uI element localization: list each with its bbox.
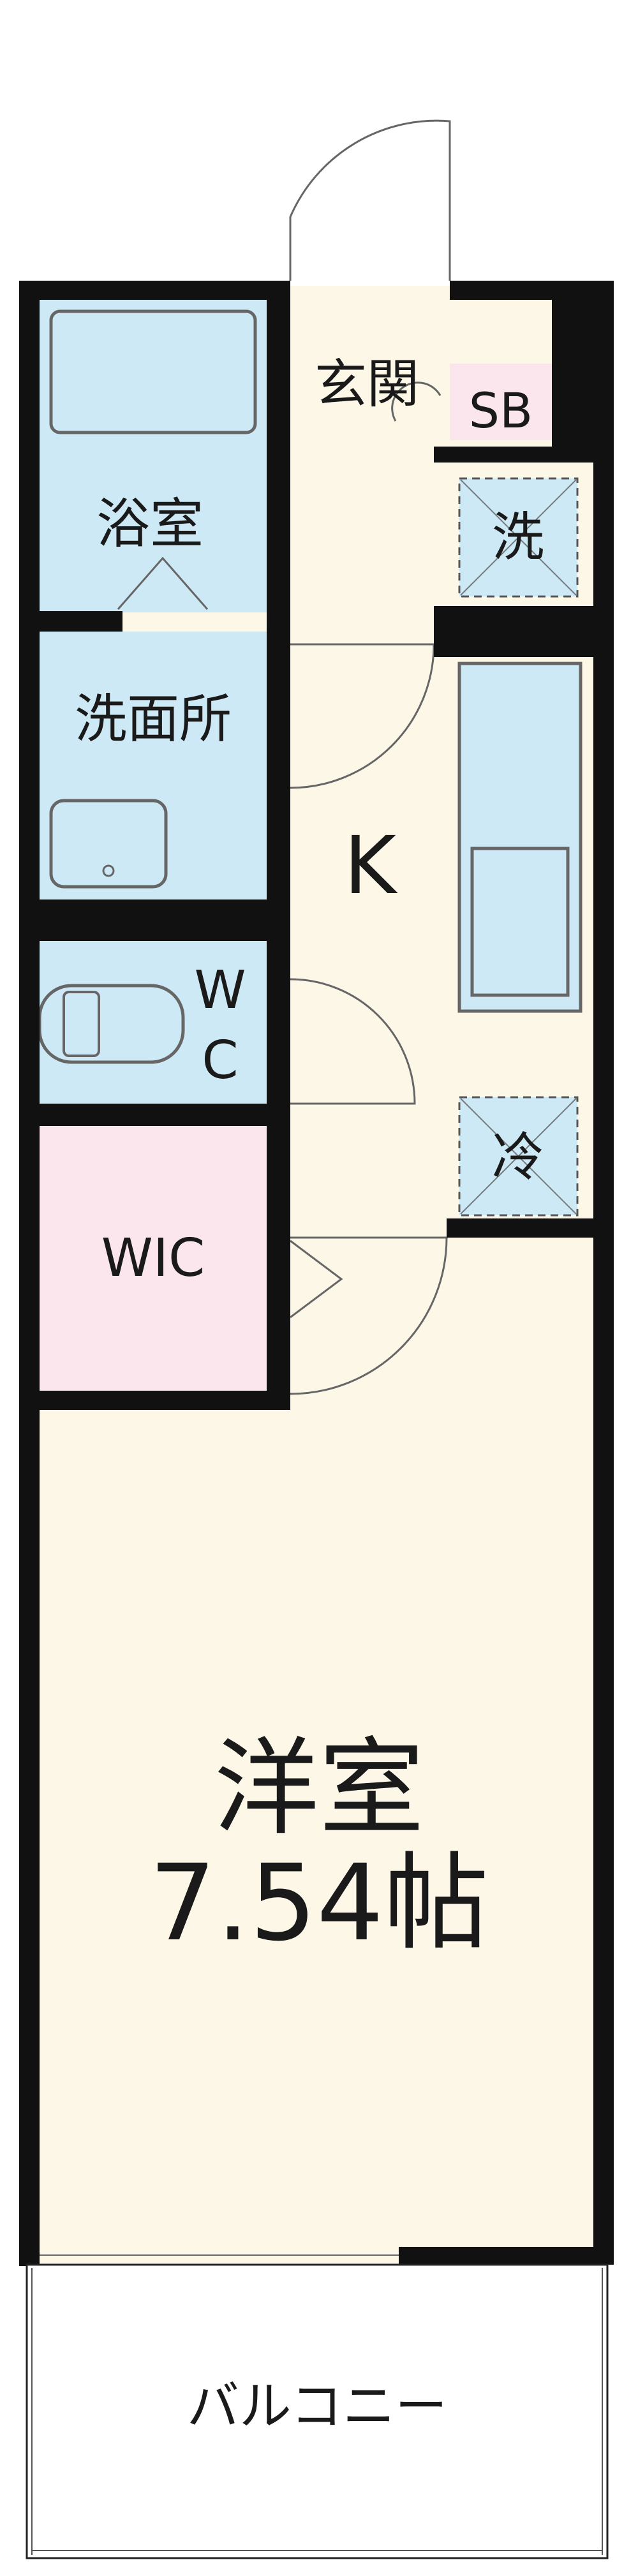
label-shoe-box: SB: [469, 382, 533, 439]
entrance-door-swing: [289, 119, 451, 281]
wall-balcony-left: [19, 2247, 38, 2266]
label-kitchen: K: [344, 820, 398, 912]
washer-x2: [460, 479, 577, 596]
wall-closet-main: [40, 1391, 290, 1410]
wall-toilet-closet: [40, 1104, 267, 1126]
label-main-room: 洋室: [214, 1727, 424, 1849]
wall-right: [593, 281, 614, 2265]
wall-top-right-block: [552, 281, 614, 459]
wall-entry-shoebox: [434, 447, 614, 463]
label-bathroom: 浴室: [96, 492, 204, 555]
label-main-room-size: 7.54帖: [149, 1842, 489, 1964]
shoe-box-door-swing: [391, 381, 441, 422]
label-closet: WIC: [101, 1228, 205, 1289]
wall-balcony-right: [399, 2247, 614, 2265]
label-fridge: 冷: [492, 1127, 544, 1188]
fridge-x2: [460, 1098, 577, 1215]
sink-basin: [470, 847, 570, 997]
wall-top-left: [19, 281, 287, 300]
washbasin-drain: [102, 864, 115, 877]
wall-kitchen-main: [447, 1218, 614, 1238]
closet-door-swing: [290, 1240, 343, 1319]
toilet-door-swing: [290, 978, 416, 1105]
label-washroom: 洗面所: [75, 689, 232, 750]
bathroom-door-swing: [117, 556, 209, 610]
wall-bath-wash: [40, 611, 122, 632]
label-toilet-w: W: [194, 960, 246, 1021]
closet-floor: [40, 1126, 267, 1394]
label-toilet-c: C: [202, 1030, 238, 1091]
wall-left: [19, 281, 40, 2265]
wall-kitchen-top: [434, 606, 614, 657]
toilet-bowl: [38, 984, 185, 1064]
main-door-swing: [290, 1236, 448, 1395]
label-washer: 洗: [492, 507, 544, 568]
wall-wash-toilet: [40, 899, 267, 941]
bathtub: [49, 309, 257, 434]
shoe-box-floor: [450, 364, 552, 440]
washroom-door-swing: [290, 643, 435, 789]
washbasin: [49, 799, 168, 889]
toilet-tank: [63, 991, 100, 1057]
label-entrance: 玄関: [315, 354, 419, 415]
balcony-floor: [26, 2263, 609, 2559]
label-balcony: バルコニー: [187, 2376, 447, 2437]
wall-wet-core: [267, 281, 290, 1403]
